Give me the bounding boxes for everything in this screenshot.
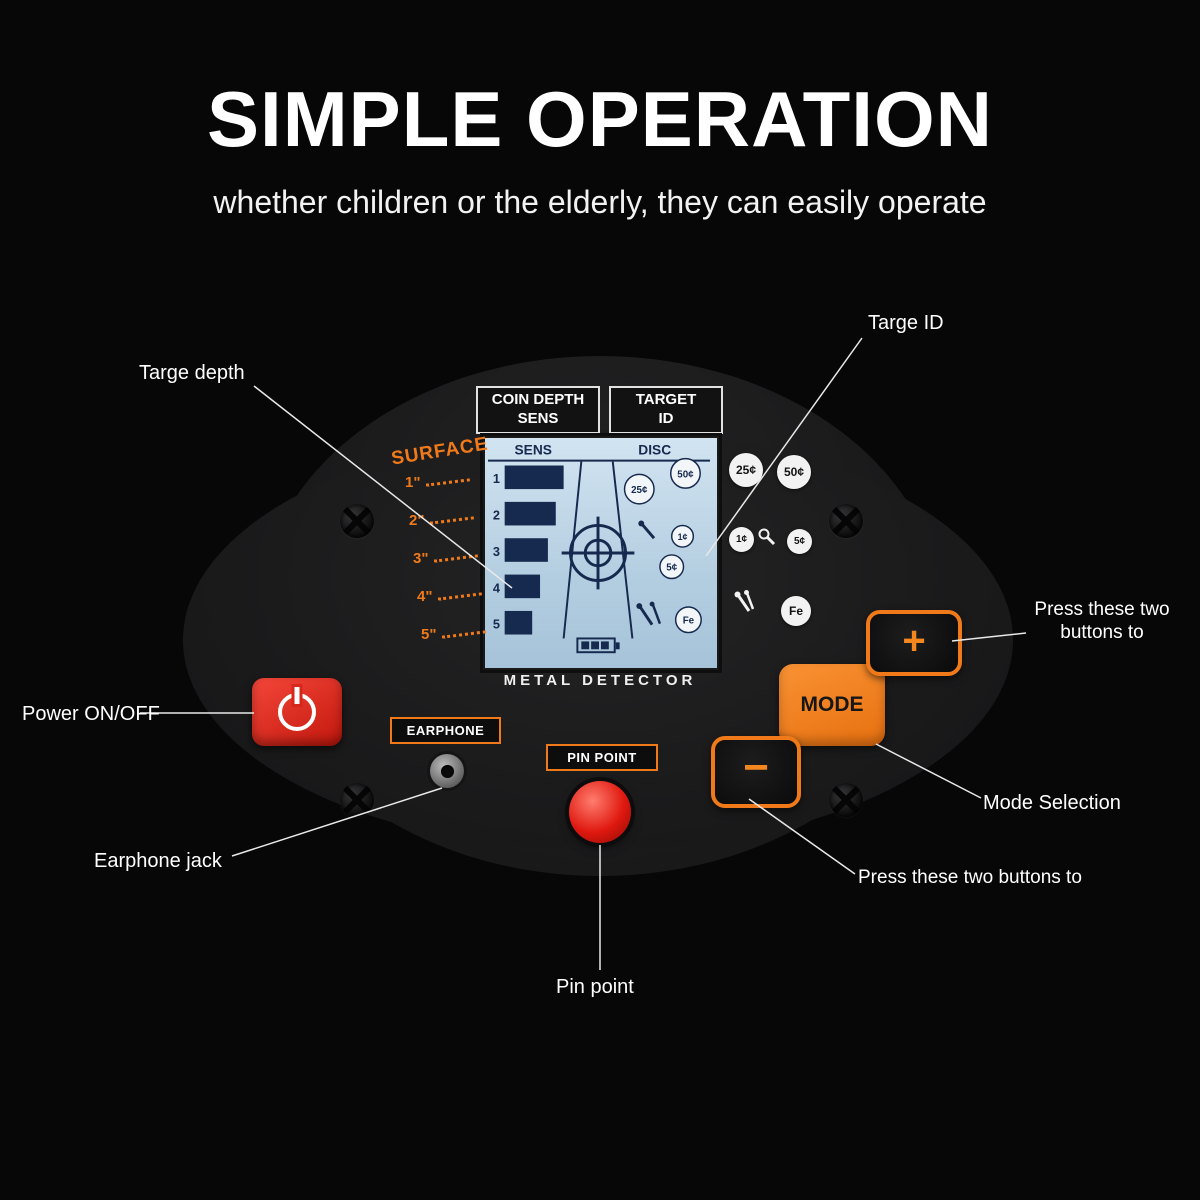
panel-coin-fe: Fe (781, 596, 811, 626)
depth-dotted-line (442, 630, 487, 639)
lcd-depth-bars (504, 465, 564, 635)
lcd-header-target-id-line2: ID (658, 410, 674, 427)
lcd-coin-25c: 25¢ (631, 485, 648, 496)
lcd-scale-3: 3 (493, 544, 500, 559)
lcd-header-target-id: TARGET ID (609, 386, 723, 434)
lcd-coin-icons: 25¢ 50¢ 1¢ 5¢ Fe (623, 457, 702, 634)
lcd-scale-2: 2 (493, 508, 500, 523)
pinpoint-label: PIN POINT (546, 744, 658, 771)
lcd-scale-1: 1 (493, 471, 500, 486)
annotation-mode-selection: Mode Selection (983, 792, 1121, 814)
lcd-graphics: SENS DISC 1 2 3 4 5 (487, 443, 711, 654)
lcd-scale-5: 5 (493, 617, 500, 632)
power-button (252, 678, 342, 746)
pull-tab-icon (758, 528, 776, 546)
lcd-coin-50c: 50¢ (677, 469, 694, 480)
annotation-press-top: Press these two buttons to (1034, 599, 1170, 644)
depth-dotted-line (434, 554, 479, 563)
annotation-press-bottom: Press these two buttons to (858, 867, 1082, 888)
depth-mark-2: 2" (409, 512, 475, 529)
screw-icon (340, 783, 374, 817)
page-subtitle: whether children or the elderly, they ca… (213, 184, 987, 220)
depth-mark-4: 4" (417, 588, 483, 605)
depth-dotted-line (430, 516, 475, 525)
lcd-sens-label: SENS (514, 443, 551, 458)
depth-mark-3: 3" (413, 550, 479, 567)
lcd-coin-5c: 5¢ (666, 563, 677, 574)
lcd-screen: SENS DISC 1 2 3 4 5 (483, 436, 719, 670)
earphone-jack-hole (440, 764, 454, 778)
depth-mark-1: 1" (405, 474, 471, 491)
screw-icon (829, 783, 863, 817)
nail-icon (734, 590, 755, 612)
lcd-coin-1c: 1¢ (678, 532, 688, 542)
lcd-header-coin-depth-line1: COIN DEPTH (491, 391, 585, 409)
lcd-scale-numbers: 1 2 3 4 5 (493, 471, 501, 631)
brand-label: METAL DETECTOR (503, 672, 697, 689)
lcd-header-coin-depth: COIN DEPTH SENS (476, 386, 600, 434)
depth-mark-5: 5" (421, 626, 487, 643)
depth-mark-3-label: 3" (413, 550, 429, 567)
depth-mark-4-label: 4" (417, 588, 433, 605)
earphone-label: EARPHONE (390, 717, 501, 744)
depth-dotted-line (438, 592, 483, 601)
power-icon-bar (294, 687, 300, 704)
panel-coin-50c: 50¢ (777, 455, 811, 489)
lcd-coin-fe: Fe (683, 616, 695, 627)
depth-mark-1-label: 1" (405, 474, 421, 491)
lcd-funnel-lines (562, 461, 634, 639)
crosshair-icon (561, 516, 635, 590)
lcd-scale-4: 4 (493, 580, 501, 595)
panel-coin-5c: 5¢ (787, 529, 812, 554)
annotation-pin-point: Pin point (556, 976, 634, 998)
lcd-disc-label: DISC (638, 443, 671, 458)
screw-icon (340, 504, 374, 538)
panel-coin-25c: 25¢ (729, 453, 763, 487)
annotation-earphone-jack: Earphone jack (94, 850, 222, 872)
annotation-targe-depth: Targe depth (139, 362, 245, 384)
power-icon (278, 687, 316, 731)
page-title: SIMPLE OPERATION (207, 75, 993, 163)
depth-mark-5-label: 5" (421, 626, 437, 643)
nail-icon (636, 520, 662, 626)
mode-button: MODE (779, 664, 885, 746)
screw-icon (829, 504, 863, 538)
battery-icon (576, 637, 620, 654)
lcd-header-coin-depth-line2: SENS (517, 410, 559, 427)
earphone-jack-icon (430, 754, 464, 788)
pinpoint-button (569, 781, 631, 843)
annotation-power: Power ON/OFF (22, 703, 160, 725)
minus-button: − (711, 736, 801, 808)
plus-button: + (866, 610, 962, 676)
annotation-targe-id: Targe ID (868, 312, 944, 334)
depth-mark-2-label: 2" (409, 512, 425, 529)
lcd-header-target-id-line1: TARGET (635, 391, 697, 409)
panel-coin-1c: 1¢ (729, 527, 754, 552)
depth-dotted-line (426, 478, 471, 487)
